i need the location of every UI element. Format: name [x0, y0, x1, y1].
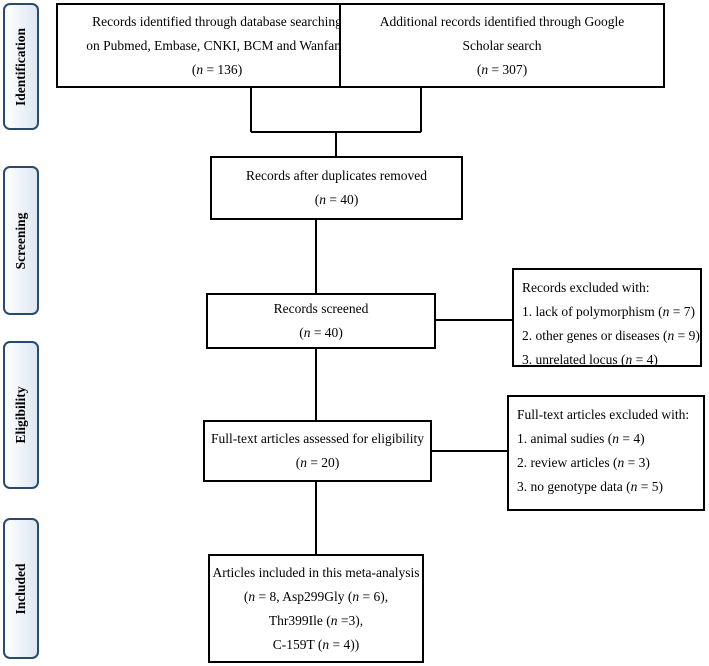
excluded-records-box: Records excluded with: 1. lack of polymo… — [512, 268, 702, 367]
stage-eligibility: Eligibility — [3, 341, 39, 489]
stage-included-label: Included — [13, 562, 28, 615]
excluded-fulltext-item: 1. animal sudies (n = 4) — [517, 431, 645, 446]
excluded-fulltext-title: Full-text articles excluded with: — [517, 407, 690, 422]
google-search-box: Additional records identified through Go… — [339, 3, 665, 88]
db-search-line-1: Records identified through database sear… — [92, 13, 342, 29]
excluded-fulltext-box: Full-text articles excluded with: 1. ani… — [507, 395, 705, 511]
included-line-4: C-159T (n = 4)) — [272, 636, 360, 652]
excluded-records-item: 1. lack of polymorphism (n = 7) — [522, 304, 695, 319]
stage-included: Included — [3, 518, 39, 659]
included-line-3: Thr399Ile (n =3), — [268, 612, 364, 628]
fulltext-assessed-box: Full-text articles assessed for eligibil… — [203, 420, 432, 482]
google-search-count: (n = 307) — [476, 61, 528, 77]
screened-title: Records screened — [273, 301, 369, 316]
db-search-count: (n = 136) — [191, 61, 243, 77]
stage-identification-label: Identification — [13, 27, 28, 106]
excluded-records-title: Records excluded with: — [522, 280, 650, 295]
stage-screening: Screening — [3, 166, 39, 315]
duplicates-removed-box: Records after duplicates removed (n = 40… — [210, 156, 463, 220]
fulltext-assessed-title: Full-text articles assessed for eligibil… — [211, 431, 424, 446]
included-title: Articles included in this meta-analysis — [212, 564, 420, 580]
stage-eligibility-label: Eligibility — [13, 386, 28, 444]
excluded-fulltext-item: 2. review articles (n = 3) — [517, 455, 650, 470]
db-search-box: Records identified through database sear… — [56, 3, 378, 88]
fulltext-assessed-count: (n = 20) — [295, 455, 340, 470]
stage-identification: Identification — [3, 3, 39, 130]
excluded-records-item: 2. other genes or diseases (n = 9) — [522, 328, 700, 343]
screened-box: Records screened (n = 40) — [206, 293, 436, 349]
google-search-line-2: Scholar search — [462, 37, 542, 53]
screened-count: (n = 40) — [299, 325, 343, 340]
included-line-2: (n = 8, Asp299Gly (n = 6), — [243, 588, 389, 604]
duplicates-removed-title: Records after duplicates removed — [245, 168, 428, 183]
db-search-line-2: on Pubmed, Embase, CNKI, BCM and Wanfang — [86, 37, 348, 53]
duplicates-removed-count: (n = 40) — [314, 192, 359, 207]
included-box: Articles included in this meta-analysis … — [208, 554, 424, 663]
excluded-records-item: 3. unrelated locus (n = 4) — [522, 352, 658, 367]
excluded-fulltext-item: 3. no genotype data (n = 5) — [517, 479, 663, 494]
stage-screening-label: Screening — [13, 212, 28, 269]
google-search-line-1: Additional records identified through Go… — [379, 13, 625, 29]
